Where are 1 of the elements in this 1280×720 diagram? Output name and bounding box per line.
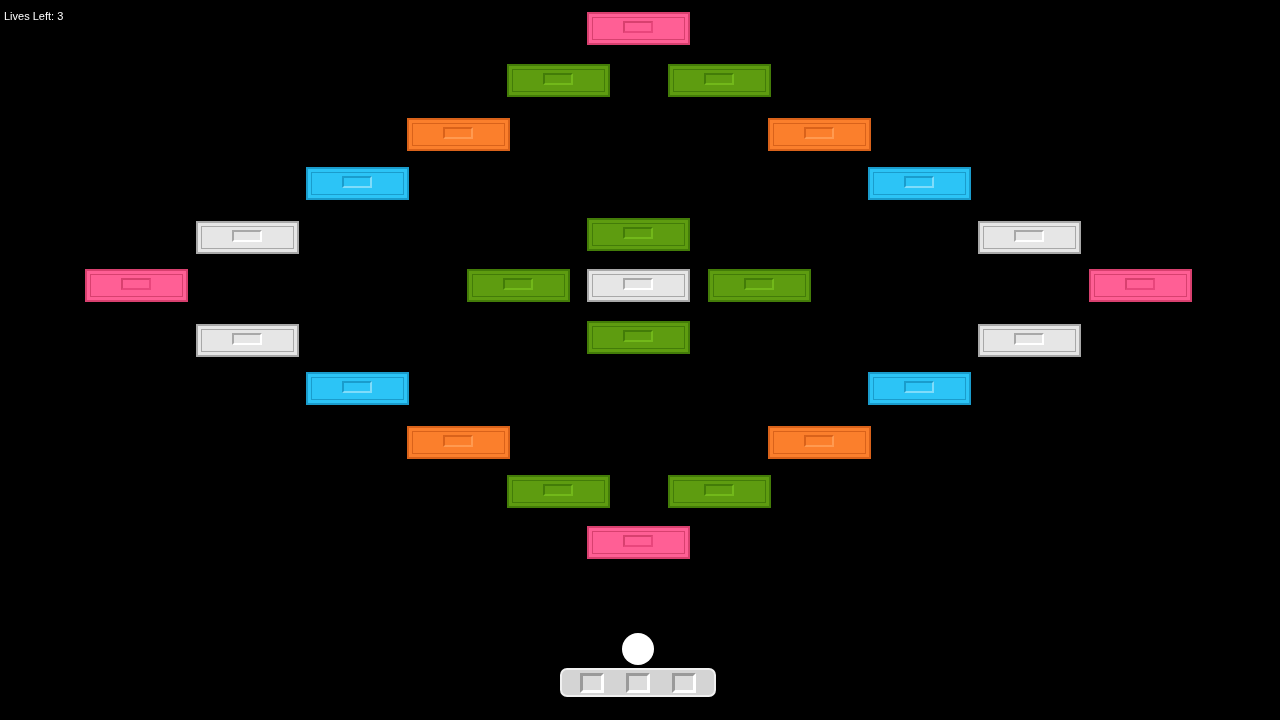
lives-counter: Lives Left: 3 xyxy=(4,10,64,22)
